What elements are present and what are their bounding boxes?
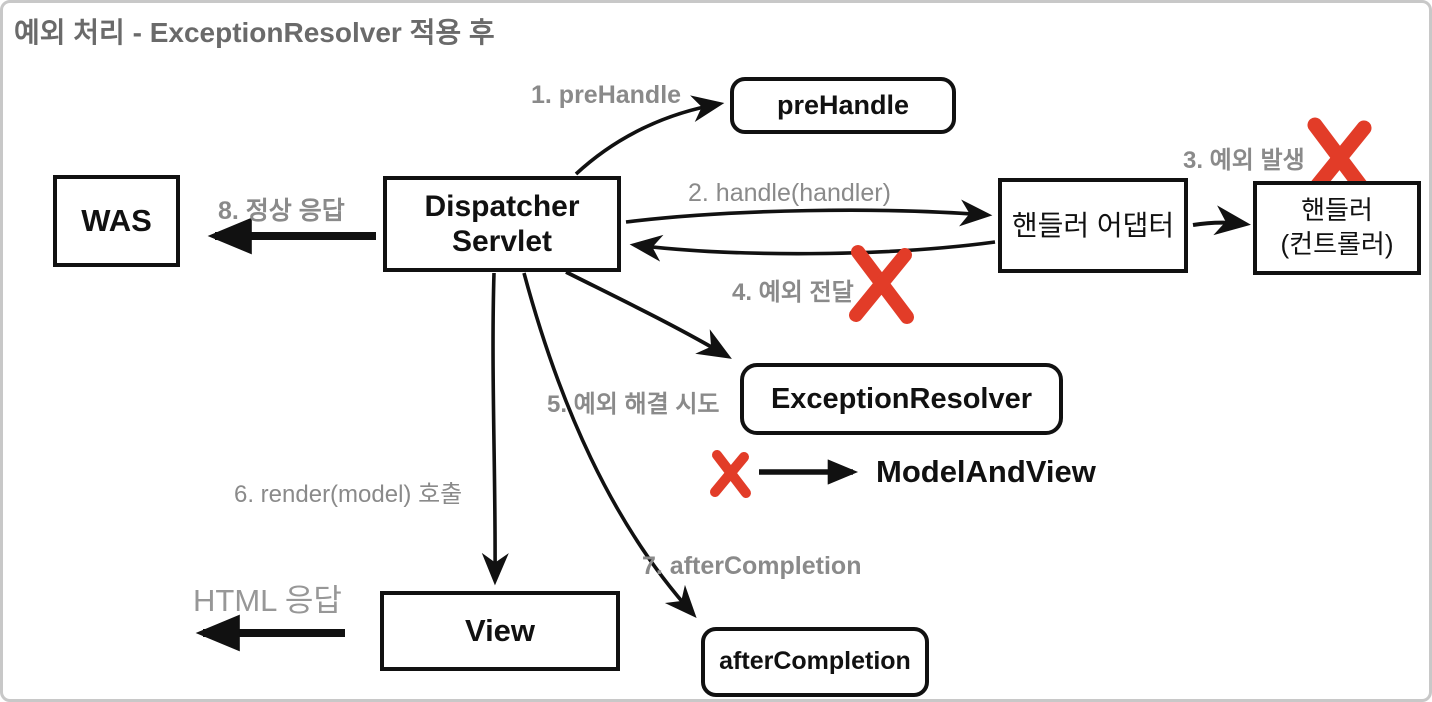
node-view: View (380, 591, 620, 671)
node-exception-resolver: ExceptionResolver (740, 363, 1063, 435)
arrow-step2-handle (625, 199, 993, 227)
node-handler-line1: 핸들러 (1301, 195, 1373, 226)
label-step7: 7. afterCompletion (642, 552, 862, 580)
node-was-label: WAS (81, 202, 152, 238)
node-dispatcher-servlet-line1: Dispatcher (424, 189, 580, 223)
error-x-icon (710, 450, 751, 498)
page-title: 예외 처리 - ExceptionResolver 적용 후 (14, 17, 495, 48)
label-step5: 5. 예외 해결 시도 (547, 391, 720, 418)
label-step3: 3. 예외 발생 (1183, 147, 1305, 174)
arrow-step4-exception-return (629, 234, 996, 262)
label-step8: 8. 정상 응답 (218, 197, 345, 225)
label-step1: 1. preHandle (531, 81, 682, 109)
node-after-completion-label: afterCompletion (719, 647, 911, 676)
node-handler-line2: (컨트롤러) (1280, 229, 1394, 259)
node-prehandle-label: preHandle (776, 89, 910, 120)
node-after-completion: afterCompletion (701, 627, 929, 697)
node-view-label: View (464, 612, 536, 648)
node-prehandle: preHandle (730, 77, 956, 134)
node-dispatcher-servlet: Dispatcher Servlet (383, 176, 621, 272)
arrow-adapter-to-handler (1192, 205, 1251, 236)
label-step6: 6. render(model) 호출 (234, 481, 463, 508)
label-step4: 4. 예외 전달 (732, 279, 854, 306)
error-x-icon (849, 245, 914, 324)
node-dispatcher-servlet-line2: Servlet (451, 225, 553, 258)
arrow-step6-render-view (481, 272, 509, 586)
model-and-view-text: ModelAndView (876, 454, 1096, 489)
node-exception-resolver-label: ExceptionResolver (770, 382, 1033, 415)
arrow-step1-prehandle (574, 95, 725, 176)
label-step2: 2. handle(handler) (688, 179, 891, 207)
node-handler-controller: 핸들러 (컨트롤러) (1253, 181, 1421, 275)
node-handler-adapter: 핸들러 어댑터 (998, 178, 1188, 273)
node-handler-adapter-label: 핸들러 어댑터 (1011, 209, 1175, 241)
arrow-step5-exception-resolver (565, 270, 732, 359)
label-html-response: HTML 응답 (193, 583, 342, 618)
node-was: WAS (53, 175, 180, 267)
